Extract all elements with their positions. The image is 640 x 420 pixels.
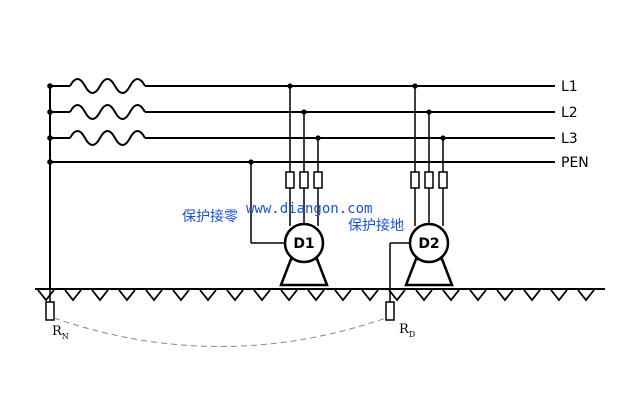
d1-fuse-l1: [285, 171, 295, 189]
ground-hatch-mark: [307, 289, 325, 302]
ground-hatch-mark: [118, 289, 136, 302]
motor-d1-branch: D1: [248, 83, 329, 287]
watermark-text: www.diangon.com: [246, 201, 372, 217]
ground-hatch-mark: [145, 289, 163, 302]
label-l3: L3: [561, 131, 578, 147]
junction-star-l2: [47, 109, 53, 115]
electrode-rd: [385, 301, 395, 321]
d1-junction-l1: [287, 83, 293, 89]
ground-hatch-mark: [334, 289, 352, 302]
label-protective-neutral: 保护接零: [182, 208, 238, 225]
ground-hatch-mark: [577, 289, 595, 302]
winding-l2: [69, 104, 146, 120]
d2-junction-l3: [440, 135, 446, 141]
winding-l1: [69, 78, 146, 94]
motor-d2: [408, 222, 450, 264]
ground-surface: [35, 288, 605, 302]
motor-d1-label: D1: [293, 236, 314, 252]
ground-hatch-mark: [64, 289, 82, 302]
ground-hatch-mark: [172, 289, 190, 302]
ground-hatch-mark: [523, 289, 541, 302]
ground-hatch-mark: [415, 289, 433, 302]
d1-junction-l3: [315, 135, 321, 141]
junction-star-l1: [47, 83, 53, 89]
label-pen: PEN: [561, 155, 589, 171]
d1-fuse-l3: [313, 171, 323, 189]
d2-fuse-l3: [438, 171, 448, 189]
ground-hatch-mark: [442, 289, 460, 302]
label-protective-earth: 保护接地: [348, 217, 404, 234]
ground-hatch-mark: [550, 289, 568, 302]
ground-hatch-mark: [280, 289, 298, 302]
d1-junction-l2: [301, 109, 307, 115]
d1-fuse-l2: [299, 171, 309, 189]
d2-junction-l2: [426, 109, 432, 115]
ground-hatch-mark: [226, 289, 244, 302]
ground-hatch-mark: [361, 289, 379, 302]
ground-hatch-mark: [91, 289, 109, 302]
d2-junction-l1: [412, 83, 418, 89]
ground-hatch-mark: [469, 289, 487, 302]
ground-hatch-mark: [253, 289, 271, 302]
winding-l3: [69, 130, 146, 146]
motor-d2-label: D2: [418, 236, 439, 252]
label-l1: L1: [561, 79, 578, 95]
supply-lines: [50, 85, 555, 163]
d2-fuse-l2: [424, 171, 434, 189]
label-rd: RD: [399, 322, 415, 339]
junction-star-l3: [47, 135, 53, 141]
ground-hatch-mark: [496, 289, 514, 302]
electrode-rn: [45, 301, 55, 321]
d2-fuse-l1: [410, 171, 420, 189]
motor-d1: [283, 222, 325, 264]
ground-hatch-mark: [199, 289, 217, 302]
transformer-windings: [69, 78, 146, 146]
motor-d2-branch: D2: [389, 83, 454, 302]
ground-hatching: [37, 289, 595, 302]
d1-junction-pen: [248, 159, 254, 165]
label-l2: L2: [561, 105, 578, 121]
label-rn: RN: [52, 324, 69, 341]
ground-hatch-mark: [388, 289, 406, 302]
ground-hatch-mark: [37, 289, 55, 302]
earth-current-path: [53, 317, 387, 347]
